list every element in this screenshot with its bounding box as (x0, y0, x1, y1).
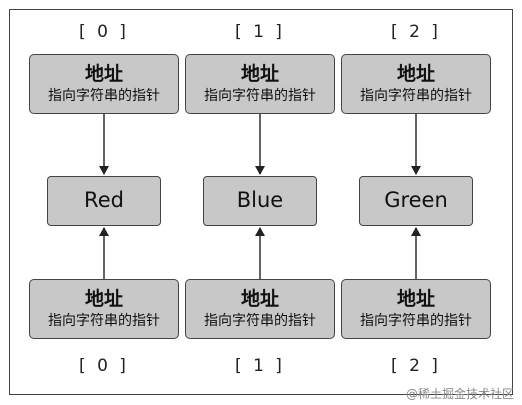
bottom-address-box-2: 地址 指向字符串的指针 (341, 279, 491, 339)
address-title: 地址 (240, 288, 279, 310)
bottom-address-box-1: 地址 指向字符串的指针 (185, 279, 335, 339)
address-subtitle: 指向字符串的指针 (204, 313, 316, 329)
top-index-1: [ 1 ] (235, 22, 285, 42)
address-title: 地址 (84, 63, 123, 85)
value-box-blue: Blue (203, 176, 317, 226)
address-title: 地址 (240, 63, 279, 85)
top-address-box-2: 地址 指向字符串的指针 (341, 54, 491, 114)
address-subtitle: 指向字符串的指针 (48, 88, 160, 104)
address-subtitle: 指向字符串的指针 (48, 313, 160, 329)
top-index-2: [ 2 ] (391, 22, 441, 42)
address-subtitle: 指向字符串的指针 (204, 88, 316, 104)
bottom-index-1: [ 1 ] (235, 356, 285, 376)
bottom-index-0: [ 0 ] (79, 356, 129, 376)
address-subtitle: 指向字符串的指针 (360, 313, 472, 329)
address-title: 地址 (84, 288, 123, 310)
value-box-red: Red (47, 176, 161, 226)
top-index-0: [ 0 ] (79, 22, 129, 42)
top-address-box-1: 地址 指向字符串的指针 (185, 54, 335, 114)
watermark: @稀土掘金技术社区 (405, 387, 514, 401)
address-title: 地址 (396, 288, 435, 310)
bottom-address-box-0: 地址 指向字符串的指针 (29, 279, 179, 339)
address-title: 地址 (396, 63, 435, 85)
value-box-green: Green (359, 176, 473, 226)
address-subtitle: 指向字符串的指针 (360, 88, 472, 104)
diagram-frame (9, 9, 513, 395)
bottom-index-2: [ 2 ] (391, 356, 441, 376)
top-address-box-0: 地址 指向字符串的指针 (29, 54, 179, 114)
